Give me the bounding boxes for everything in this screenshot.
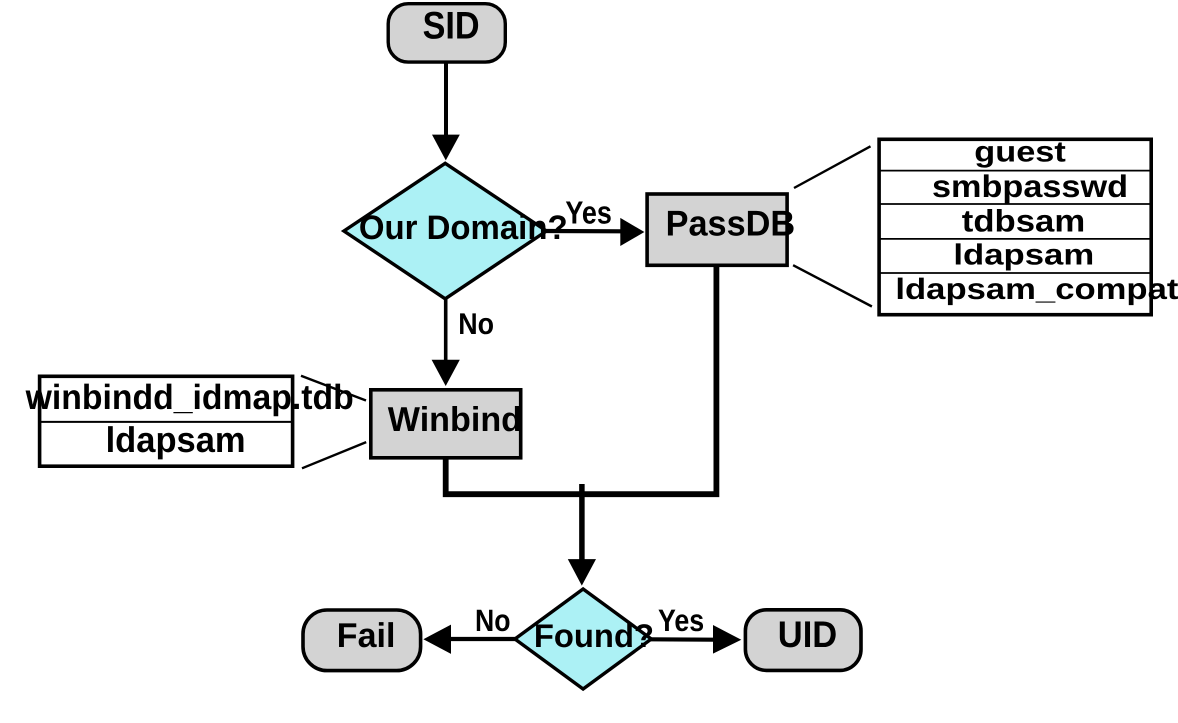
svg-text:Yes: Yes xyxy=(565,195,611,231)
svg-text:smbpasswd: smbpasswd xyxy=(932,169,1128,204)
svg-text:guest: guest xyxy=(974,137,1066,169)
svg-text:winbindd_idmap.tdb: winbindd_idmap.tdb xyxy=(25,378,354,417)
svg-text:No: No xyxy=(458,308,494,341)
svg-text:Found?: Found? xyxy=(534,617,654,654)
svg-text:Yes: Yes xyxy=(658,603,704,638)
svg-text:Our Domain?: Our Domain? xyxy=(359,209,568,247)
svg-text:No: No xyxy=(475,603,511,638)
svg-text:Winbind: Winbind xyxy=(388,401,522,439)
svg-text:tdbsam: tdbsam xyxy=(962,203,1085,238)
svg-text:UID: UID xyxy=(778,613,837,655)
svg-text:SID: SID xyxy=(423,5,480,48)
svg-text:PassDB: PassDB xyxy=(666,204,796,244)
svg-text:Fail: Fail xyxy=(337,617,396,655)
svg-text:ldapsam_compat: ldapsam_compat xyxy=(895,273,1178,306)
svg-text:ldapsam: ldapsam xyxy=(106,420,246,460)
svg-text:ldapsam: ldapsam xyxy=(953,239,1094,271)
